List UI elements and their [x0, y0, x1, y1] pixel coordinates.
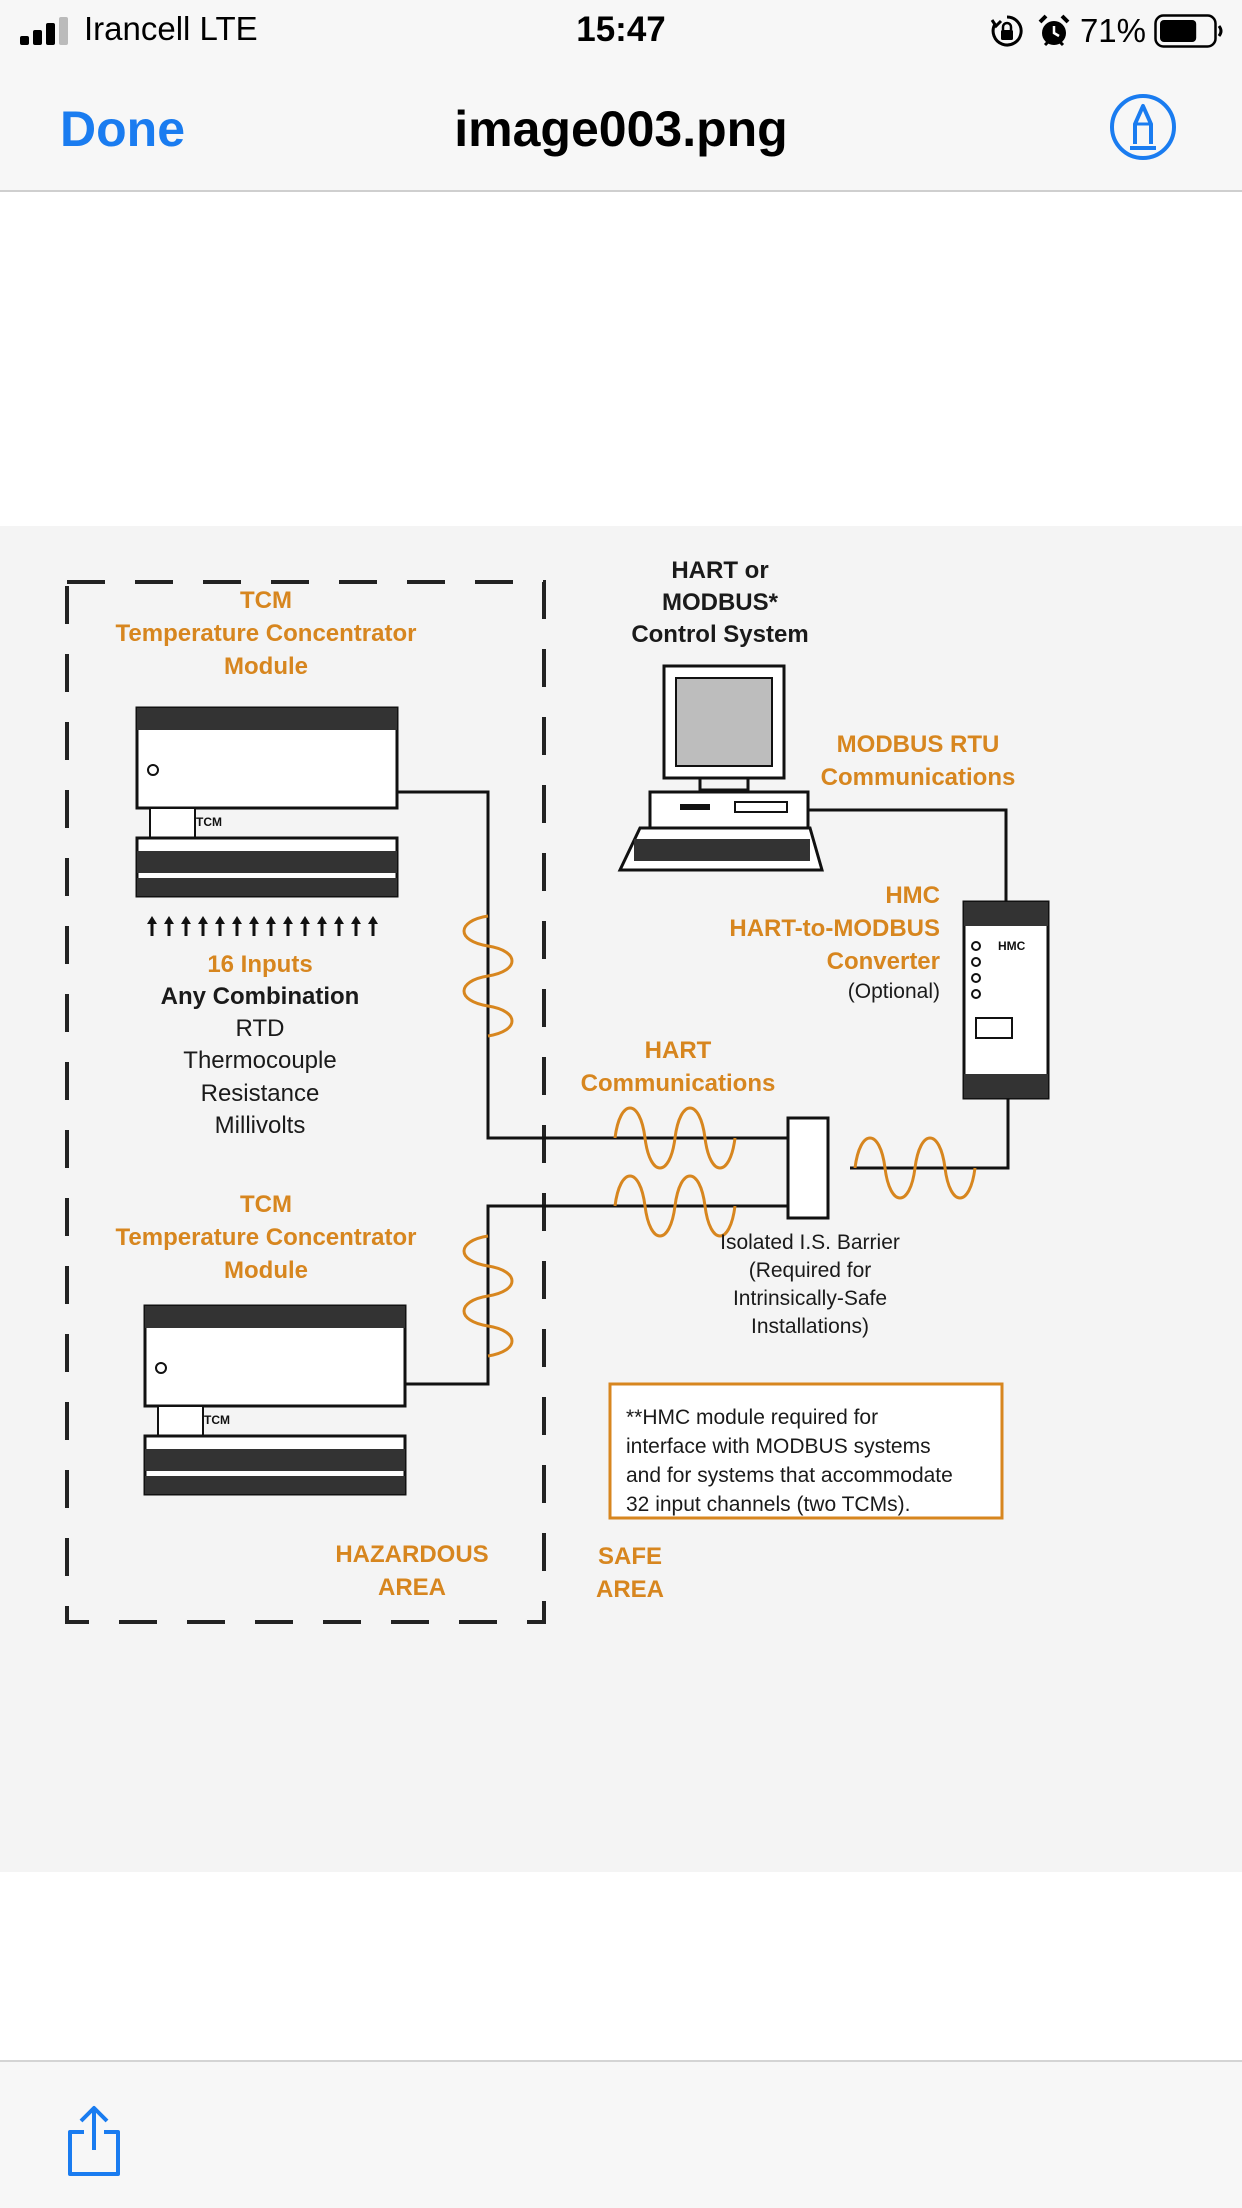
input-type-millivolts: Millivolts [215, 1112, 306, 1139]
barrier-line1: Isolated I.S. Barrier [720, 1231, 900, 1254]
hmc-subtitle-2: Converter [827, 948, 940, 975]
note-line2: interface with MODBUS systems [626, 1435, 931, 1458]
inputs-count: 16 Inputs [207, 951, 312, 978]
hmc-note-box [608, 1382, 1004, 1520]
tcm1-subtitle: Temperature Concentrator [116, 620, 417, 647]
bottom-toolbar [0, 2060, 1242, 2208]
tcm1-module: TCM [135, 706, 399, 898]
input-type-resistance: Resistance [201, 1080, 320, 1107]
cellular-signal-icon [20, 17, 68, 45]
tcm1-module-label: TCM [196, 815, 222, 829]
modbus-rtu-line [808, 808, 1008, 902]
input-type-rtd: RTD [236, 1015, 285, 1042]
control-system-line2: MODBUS* [662, 589, 779, 616]
hart-comm-title: HART [645, 1037, 712, 1064]
hart-comm-subtitle: Communications [581, 1070, 776, 1097]
rotation-lock-icon [990, 15, 1023, 47]
tcm1-subtitle-2: Module [224, 653, 308, 680]
hmc-barrier-line [850, 1098, 1010, 1170]
hmc-optional: (Optional) [848, 980, 940, 1003]
alarm-icon [1038, 14, 1070, 47]
tcm1-title: TCM [240, 587, 292, 614]
modbus-rtu-subtitle: Communications [821, 764, 1016, 791]
nav-bar: Done image003.png [0, 62, 1242, 192]
share-icon[interactable] [64, 2104, 124, 2178]
wiring-diagram: TCM Temperature Concentrator Module TCM … [65, 557, 1050, 1624]
is-barrier [786, 1116, 830, 1220]
status-right: 71% [990, 10, 1224, 52]
input-arrows [147, 916, 378, 936]
battery-icon [1154, 14, 1223, 48]
hmc-module-label: HMC [998, 939, 1026, 953]
clock: 15:47 [576, 10, 666, 49]
barrier-line4: Installations) [751, 1315, 869, 1338]
inputs-combination: Any Combination [161, 983, 360, 1010]
safe-area-label-2: AREA [596, 1576, 664, 1603]
tcm2-subtitle: Temperature Concentrator [116, 1224, 417, 1251]
barrier-line3: Intrinsically-Safe [733, 1287, 887, 1310]
hazardous-area-label-2: AREA [378, 1574, 446, 1601]
page-title: image003.png [454, 101, 788, 157]
tcm1-hart-line [397, 790, 788, 1140]
hmc-module: HMC [962, 900, 1050, 1100]
status-bar: Irancell LTE 15:47 71% [0, 0, 1242, 62]
hazardous-area-label: HAZARDOUS [335, 1541, 488, 1568]
note-line1: **HMC module required for [626, 1406, 878, 1429]
markup-pen-icon[interactable] [1108, 92, 1178, 162]
tcm2-module-label: TCM [204, 1413, 230, 1427]
input-type-thermocouple: Thermocouple [183, 1047, 336, 1074]
diagram-image: TCM Temperature Concentrator Module TCM … [0, 526, 1242, 1872]
tcm2-subtitle-2: Module [224, 1257, 308, 1284]
tcm2-module: TCM [143, 1304, 407, 1496]
hazardous-area-boundary [65, 580, 546, 1624]
hmc-title: HMC [885, 882, 940, 909]
note-line3: and for systems that accommodate [626, 1464, 953, 1487]
carrier-label: Irancell LTE [84, 10, 258, 47]
barrier-line2: (Required for [749, 1259, 872, 1282]
safe-area-label: SAFE [598, 1543, 662, 1570]
done-button[interactable]: Done [60, 101, 185, 157]
computer-icon [617, 664, 824, 872]
modbus-rtu-title: MODBUS RTU [837, 731, 1000, 758]
hmc-subtitle: HART-to-MODBUS [729, 915, 940, 942]
battery-percent: 71% [1079, 12, 1146, 49]
image-viewer[interactable]: TCM Temperature Concentrator Module TCM … [0, 192, 1242, 2060]
control-system-line1: HART or [671, 557, 768, 584]
control-system-line3: Control System [631, 621, 808, 648]
note-line4: 32 input channels (two TCMs). [626, 1493, 910, 1516]
hart-signal-waves [462, 914, 977, 1358]
tcm2-title: TCM [240, 1191, 292, 1218]
